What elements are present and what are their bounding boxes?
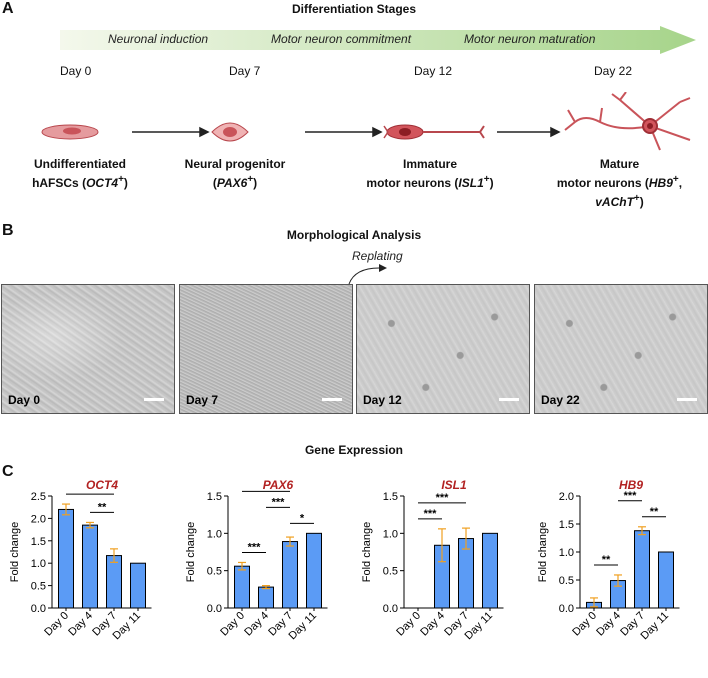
- x-tick-label: Day 0: [570, 610, 599, 639]
- y-tick-label: 1.5: [383, 491, 398, 503]
- bar: [306, 532, 322, 609]
- stage-immature-label: Immature motor neurons (ISL1+): [366, 157, 494, 190]
- micrograph-label: Day 7: [186, 393, 219, 407]
- y-tick-label: 2.5: [31, 491, 46, 503]
- significance-label: ***: [272, 496, 286, 508]
- bar: [58, 508, 74, 609]
- stage-timeline-arrow: [60, 26, 696, 54]
- bar: [258, 586, 274, 609]
- y-axis-label: Fold change: [185, 522, 197, 583]
- scale-bar: [322, 398, 342, 401]
- bar: [130, 562, 146, 609]
- y-tick-label: 0.0: [559, 603, 574, 615]
- x-tick-label: Day 4: [242, 610, 271, 639]
- significance-label: ***: [248, 541, 262, 553]
- panel-a-title: Differentiation Stages: [291, 2, 417, 16]
- bar: [106, 555, 122, 609]
- micrograph-day-12: Day 12: [356, 284, 530, 414]
- bar: [282, 541, 298, 609]
- day-label-12: Day 12: [414, 64, 453, 78]
- bar: [634, 530, 650, 609]
- x-tick-label: Day 4: [66, 610, 95, 639]
- y-tick-label: 1.5: [207, 491, 222, 503]
- micrograph-day-7: Day 7: [179, 284, 353, 414]
- arrow-label-induction: Neuronal induction: [108, 32, 209, 46]
- y-tick-label: 0.5: [383, 566, 398, 578]
- significance-label: ***: [260, 490, 274, 492]
- undifferentiated-cell-icon: [41, 124, 99, 140]
- significance-label: ***: [624, 490, 638, 502]
- significance-label: *: [300, 512, 305, 524]
- significance-label: ***: [424, 508, 438, 520]
- micrograph-label: Day 0: [8, 393, 41, 407]
- panel-letter-b: B: [2, 222, 14, 239]
- scale-bar: [144, 398, 164, 401]
- cell-stage-illustrations: [41, 92, 691, 151]
- day-label-0: Day 0: [60, 64, 92, 78]
- micrograph-day-0: Day 0: [1, 284, 175, 414]
- y-tick-label: 1.0: [31, 558, 46, 570]
- replating-label: Replating: [352, 249, 403, 263]
- replating-arrow: [348, 264, 387, 285]
- y-tick-label: 0.5: [559, 575, 574, 587]
- x-tick-label: Day 0: [42, 610, 71, 639]
- chart-title-hb9: HB9: [618, 478, 643, 492]
- significance-label: ***: [436, 492, 450, 504]
- x-tick-label: Day 0: [218, 610, 247, 639]
- significance-label: **: [650, 506, 659, 518]
- micrograph-day-22: Day 22: [534, 284, 708, 414]
- y-tick-label: 1.5: [31, 536, 46, 548]
- chart-title-isl1: ISL1: [441, 478, 467, 492]
- scale-bar: [677, 398, 697, 401]
- micrograph-label: Day 12: [363, 393, 402, 407]
- bar: [234, 565, 250, 609]
- x-tick-label: Day 0: [394, 610, 423, 639]
- mature-motor-neuron-icon: [564, 92, 691, 151]
- significance-label: ***: [84, 490, 98, 495]
- day-label-7: Day 7: [229, 64, 261, 78]
- y-tick-label: 0.5: [207, 566, 222, 578]
- y-tick-label: 1.5: [559, 519, 574, 531]
- y-tick-label: 0.5: [31, 581, 46, 593]
- y-tick-label: 1.0: [207, 528, 222, 540]
- significance-label: **: [98, 501, 107, 513]
- y-tick-label: 0.0: [207, 603, 222, 615]
- y-tick-label: 2.0: [559, 491, 574, 503]
- y-tick-label: 1.0: [559, 547, 574, 559]
- y-axis-label: Fold change: [361, 522, 373, 583]
- panel-b-title: Morphological Analysis: [286, 228, 422, 242]
- y-axis-label: Fold change: [537, 522, 549, 583]
- x-tick-label: Day 4: [418, 610, 447, 639]
- y-tick-label: 1.0: [383, 528, 398, 540]
- day-label-22: Day 22: [594, 64, 633, 78]
- stage-neural-progenitor-label: Neural progenitor (PAX6+): [184, 157, 286, 190]
- bar: [82, 524, 98, 609]
- panel-c-title: Gene Expression: [304, 443, 404, 457]
- neural-progenitor-icon: [211, 122, 249, 142]
- immature-motor-neuron-icon: [383, 124, 485, 140]
- panel-letter-a: A: [2, 0, 14, 17]
- arrow-label-commitment: Motor neuron commitment: [271, 32, 412, 46]
- stage-arrows: [132, 126, 561, 138]
- micrograph-label: Day 22: [541, 393, 580, 407]
- x-tick-label: Day 4: [594, 610, 623, 639]
- arrow-label-maturation: Motor neuron maturation: [464, 32, 596, 46]
- scale-bar: [499, 398, 519, 401]
- panel-letter-c: C: [2, 463, 14, 480]
- bar: [658, 551, 674, 609]
- stage-undifferentiated-label: Undifferentiated hAFSCs (OCT4+): [32, 157, 128, 190]
- chart-title-oct4: OCT4: [85, 478, 118, 492]
- bar: [482, 532, 498, 609]
- y-tick-label: 2.0: [31, 513, 46, 525]
- y-tick-label: 0.0: [31, 603, 46, 615]
- y-axis-label: Fold change: [9, 522, 21, 583]
- y-tick-label: 0.0: [383, 603, 398, 615]
- significance-label: **: [602, 554, 611, 566]
- chart-title-pax6: PAX6: [262, 478, 294, 492]
- stage-mature-label: Mature motor neurons (HB9+, vAChT+): [556, 157, 683, 209]
